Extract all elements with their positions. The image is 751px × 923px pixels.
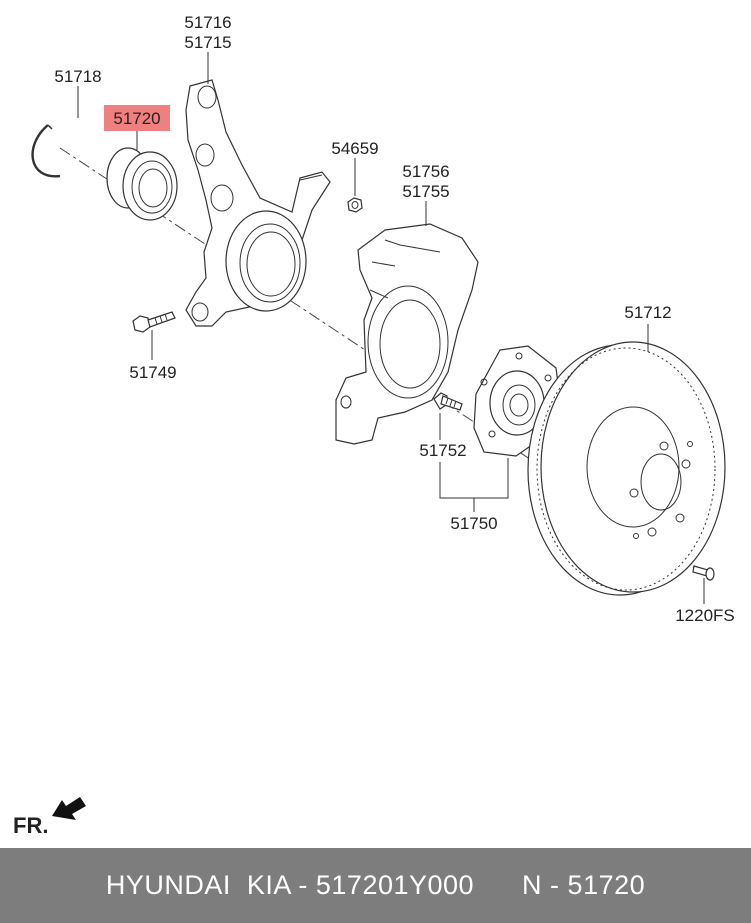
dust-cover-drawing bbox=[335, 223, 479, 445]
nut-drawing bbox=[347, 197, 363, 213]
footer-text: HYUNDAI KIA - 517201Y000 N - 51720 bbox=[105, 870, 646, 900]
part-number-footer: HYUNDAI KIA - 517201Y000 N - 51720 bbox=[0, 848, 751, 923]
callout-51756[interactable]: 51756 bbox=[402, 162, 449, 181]
steering-knuckle-drawing bbox=[185, 79, 331, 327]
callout-1220fs[interactable]: 1220FS bbox=[675, 606, 735, 625]
callout-54659[interactable]: 54659 bbox=[331, 139, 378, 158]
arrow-icon bbox=[52, 797, 86, 820]
hub-bolt-drawing bbox=[433, 392, 463, 411]
callout-51716[interactable]: 51716 bbox=[184, 13, 231, 32]
snap-ring-drawing bbox=[31, 124, 61, 178]
exploded-parts-diagram: 51716 51715 51718 51720 54659 51756 5175… bbox=[13, 13, 735, 838]
part-highlight-box bbox=[104, 105, 170, 131]
callout-51712[interactable]: 51712 bbox=[624, 303, 671, 322]
callout-51752[interactable]: 51752 bbox=[419, 441, 466, 460]
callout-51715[interactable]: 51715 bbox=[184, 33, 231, 52]
brake-disc-drawing bbox=[527, 341, 726, 596]
callout-51718[interactable]: 51718 bbox=[54, 67, 101, 86]
bolt-drawing bbox=[132, 311, 176, 333]
callout-51750[interactable]: 51750 bbox=[450, 514, 497, 533]
front-direction-label: FR. bbox=[13, 813, 48, 838]
leader-51750-bracket bbox=[439, 458, 509, 512]
disc-screw-drawing bbox=[692, 565, 715, 581]
callout-51755[interactable]: 51755 bbox=[402, 182, 449, 201]
callout-51749[interactable]: 51749 bbox=[129, 363, 176, 382]
callout-51720[interactable]: 51720 bbox=[113, 109, 160, 128]
wheel-bearing-drawing bbox=[106, 147, 178, 221]
